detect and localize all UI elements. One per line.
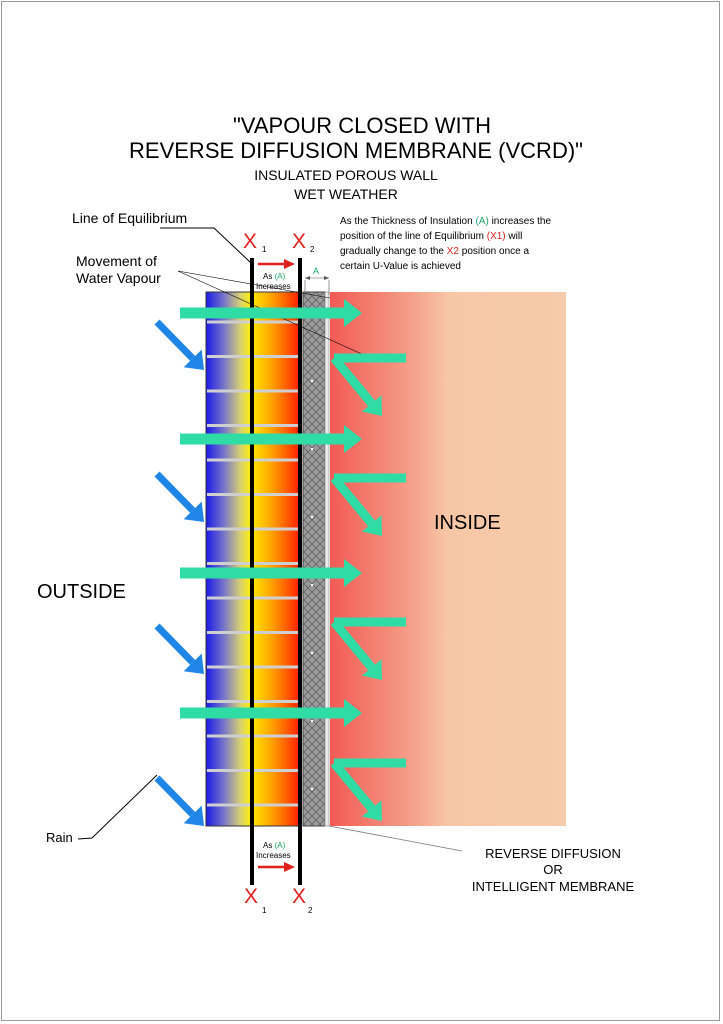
svg-text:certain U-Value is achieved: certain U-Value is achieved (340, 261, 461, 272)
title-line-1: "VAPOUR CLOSED WITH (233, 113, 491, 138)
svg-text:Increases: Increases (256, 282, 291, 291)
svg-text:As the Thickness of Insulation: As the Thickness of Insulation (A) incre… (340, 216, 551, 227)
inner-brick-leaf (251, 291, 301, 827)
subtitle-line-2: WET WEATHER (294, 186, 398, 202)
insulation-fixing (311, 788, 313, 790)
movement-label-line-2: Water Vapour (76, 270, 161, 286)
vapour-arrow-deflected-head (330, 355, 382, 416)
dimension-a: A (304, 266, 330, 295)
svg-text:As (A): As (A) (263, 841, 286, 850)
vapour-arrow-deflected-head (330, 760, 382, 821)
insulation-fixing (311, 516, 313, 518)
membrane-label-line-2: OR (543, 862, 563, 877)
vapour-arrow-straight (180, 699, 362, 727)
membrane-callout: REVERSE DIFFUSION OR INTELLIGENT MEMBRAN… (328, 825, 635, 894)
title-block: "VAPOUR CLOSED WITH REVERSE DIFFUSION ME… (129, 113, 583, 202)
rain-arrow (154, 623, 204, 674)
inside-room (330, 292, 566, 826)
vapour-arrow-straight (180, 559, 362, 587)
line-of-equilibrium-label: Line of Equilibrium (72, 210, 187, 226)
x1-sub-bottom: 1 (262, 906, 267, 915)
vapour-arrow-deflected-head (330, 475, 382, 536)
movement-of-water-vapour-callout: Movement of Water Vapour (76, 253, 376, 361)
movement-label-line-1: Movement of (76, 253, 157, 269)
vapour-arrow-straight (180, 425, 362, 453)
insulation-fixing (311, 584, 313, 586)
svg-text:Increases: Increases (256, 851, 291, 860)
insulation-layer (302, 291, 326, 827)
rain-arrows (154, 319, 204, 826)
vapour-arrow-deflected (330, 617, 406, 680)
vapour-arrow-deflected-head (330, 619, 382, 680)
x2-sub-bottom: 2 (308, 906, 313, 915)
insulation-fixing (311, 448, 313, 450)
reverse-diffusion-membrane (324, 291, 330, 827)
membrane-label-line-3: INTELLIGENT MEMBRANE (472, 879, 635, 894)
title-line-2: REVERSE DIFFUSION MEMBRANE (VCRD)" (129, 138, 583, 163)
outside-label: OUTSIDE (37, 581, 126, 603)
vapour-arrow-deflected (330, 758, 406, 821)
x2-sub-top: 2 (310, 245, 315, 254)
x1-letter-bottom: X (244, 885, 258, 908)
svg-text:position of the line of Equili: position of the line of Equilibrium (X1)… (340, 231, 522, 242)
rain-label: Rain (46, 830, 73, 845)
rain-arrow (154, 319, 204, 370)
as-a-increases-top: As (A) Increases (256, 272, 291, 291)
x-markers-top: X 1 X 2 (243, 230, 315, 254)
svg-text:gradually change to the X2 pos: gradually change to the X2 position once… (340, 246, 529, 257)
inside-label: INSIDE (434, 512, 501, 534)
rain-arrow (154, 775, 204, 826)
equilibrium-note: As the Thickness of Insulation (A) incre… (340, 216, 551, 272)
as-a-increases-bottom: As (A) Increases (256, 841, 291, 860)
rain-callout: Rain (46, 774, 158, 845)
vapour-arrow-straight (180, 299, 362, 327)
rain-arrow (154, 471, 204, 522)
outer-brick-leaf (205, 291, 253, 827)
x-markers-bottom: X 1 X 2 (244, 885, 313, 915)
insulation-fixing (311, 652, 313, 654)
subtitle-line-1: INSULATED POROUS WALL (254, 167, 438, 183)
vapour-arrow-deflected (330, 473, 406, 536)
insulation-fixing (311, 720, 313, 722)
shift-arrow-top (258, 259, 295, 269)
x1-letter-top: X (243, 230, 257, 253)
membrane-label-line-1: REVERSE DIFFUSION (485, 846, 621, 861)
line-of-equilibrium-callout: Line of Equilibrium (72, 210, 251, 263)
x1-sub-top: 1 (262, 245, 267, 254)
dimension-a-label: A (313, 266, 319, 276)
vapour-arrow-deflected (330, 353, 406, 416)
vapour-arrows-deflected (330, 353, 406, 821)
x2-letter-bottom: X (292, 885, 306, 908)
x2-letter-top: X (292, 230, 306, 253)
insulation-fixing (311, 380, 313, 382)
vapour-arrows-straight (180, 299, 362, 727)
svg-text:As (A): As (A) (263, 272, 286, 281)
shift-arrow-bottom (258, 862, 295, 872)
